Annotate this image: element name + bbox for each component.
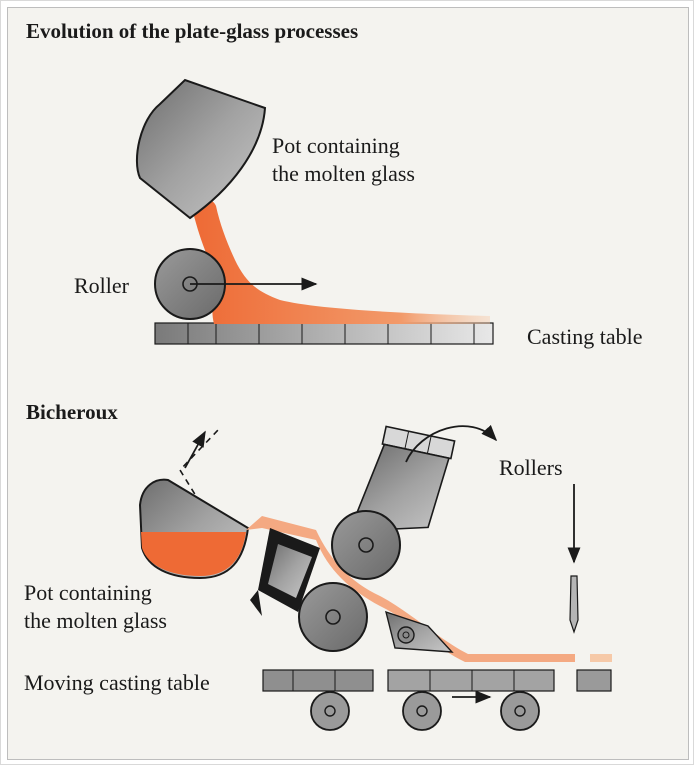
bicheroux-pot-label-line1: Pot containing xyxy=(24,580,152,605)
section1-title: Evolution of the plate-glass processes xyxy=(26,19,359,43)
pot-label-line2: the molten glass xyxy=(272,161,415,186)
section2-title: Bicheroux xyxy=(26,400,118,424)
pot-label-line1: Pot containing xyxy=(272,133,400,158)
molten-glass-stream xyxy=(193,200,490,324)
rollers-label: Rollers xyxy=(499,455,563,480)
casting-table xyxy=(154,322,494,345)
table-wheel xyxy=(402,691,442,731)
moving-casting-table-label: Moving casting table xyxy=(24,670,210,695)
glass-pot xyxy=(136,78,267,220)
moving-casting-table xyxy=(262,669,612,697)
bicheroux-pot-label-line2: the molten glass xyxy=(24,608,167,633)
casting-table-label: Casting table xyxy=(527,324,643,349)
roller-label: Roller xyxy=(74,273,129,298)
table-wheel xyxy=(310,691,350,731)
upper-roller xyxy=(331,510,401,580)
section2-diagram xyxy=(138,424,612,731)
table-wheel xyxy=(500,691,540,731)
glass-ribbon xyxy=(246,516,575,662)
lower-roller xyxy=(298,582,368,652)
section1-diagram xyxy=(136,78,494,345)
